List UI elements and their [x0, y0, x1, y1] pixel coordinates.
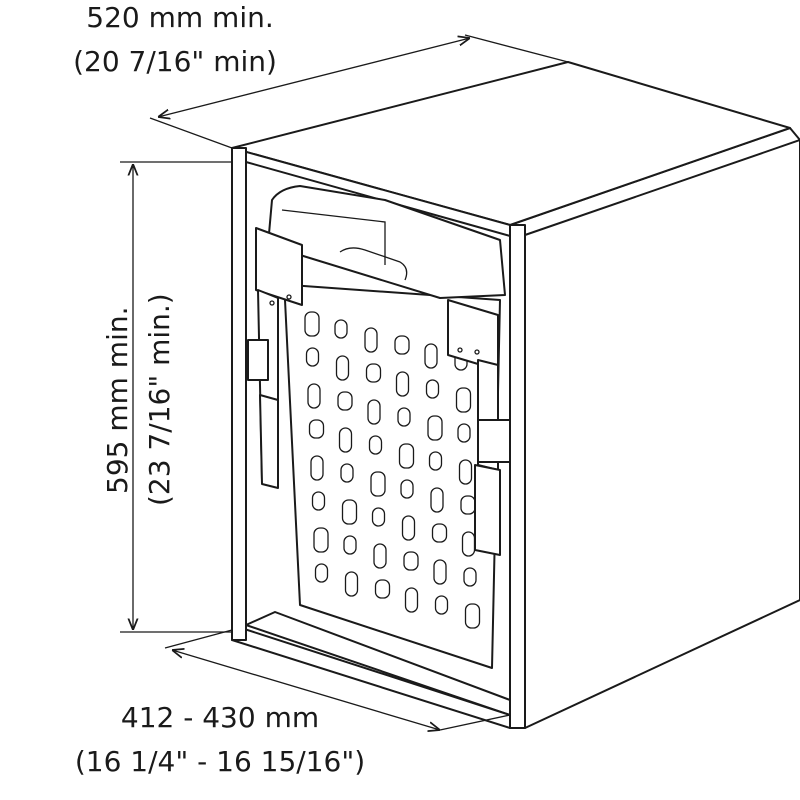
basket-hole: [455, 387, 472, 413]
width-dimension-line: [164, 629, 511, 730]
basket-hole: [464, 603, 481, 629]
basket-hole: [344, 571, 359, 597]
basket-hole: [338, 427, 353, 453]
basket-hole: [374, 579, 391, 599]
basket-hole: [314, 563, 329, 583]
cabinet-left-panel: [231, 147, 247, 641]
basket-hole: [371, 507, 386, 527]
basket-hole: [365, 363, 382, 383]
basket-hole: [305, 347, 320, 367]
right-frame-bracket: [447, 299, 511, 556]
basket-hole: [367, 399, 381, 425]
basket-hole: [398, 443, 415, 469]
basket-hole: [401, 515, 416, 541]
width-imperial-label: (16 1/4" - 16 15/16"): [74, 745, 366, 778]
basket-hole: [428, 451, 443, 471]
basket-hole: [400, 479, 414, 499]
basket-hole: [404, 587, 419, 613]
height-imperial-label: (23 7/16" min.): [143, 293, 176, 507]
cabinet-right-panel: [509, 127, 800, 729]
basket-hole: [425, 379, 440, 399]
basket-hole: [395, 371, 410, 397]
basket-hole: [458, 459, 473, 485]
basket-hole: [434, 595, 449, 615]
basket-hole: [340, 463, 354, 483]
basket-hole: [310, 455, 324, 481]
basket-hole: [334, 319, 348, 339]
height-metric-label: 595 mm min.: [101, 306, 134, 494]
depth-metric-label: 520 mm min.: [86, 1, 274, 34]
basket-hole: [433, 559, 447, 585]
depth-dimension-line: [149, 34, 569, 149]
basket-hole: [364, 327, 378, 353]
basket-hole: [424, 343, 438, 369]
basket-ventilation-holes: [304, 311, 481, 629]
basket-hole: [427, 415, 443, 441]
basket-hole: [368, 435, 383, 455]
basket-hole: [370, 471, 386, 497]
basket-hole: [463, 567, 477, 587]
basket-hole: [373, 543, 387, 569]
basket-hole: [397, 407, 411, 427]
cabinet-right-front-edge: [509, 224, 526, 729]
basket-hole: [403, 551, 419, 571]
basket-hole: [304, 311, 320, 337]
basket-hole: [343, 535, 357, 555]
basket-hole: [430, 487, 444, 513]
basket-hole: [431, 523, 448, 543]
depth-imperial-label: (20 7/16" min): [73, 45, 277, 78]
basket-hole: [394, 335, 410, 355]
basket-hole: [337, 391, 353, 411]
laundry-basket: [267, 185, 506, 669]
width-metric-label: 412 - 430 mm: [120, 701, 320, 734]
basket-hole: [313, 527, 329, 553]
basket-hole: [308, 419, 325, 439]
basket-hole: [335, 355, 350, 381]
height-dimension-line: [120, 161, 232, 633]
basket-hole: [307, 383, 321, 409]
basket-hole: [457, 423, 471, 443]
basket-hole: [341, 499, 358, 525]
basket-hole: [311, 491, 326, 511]
left-frame-bracket: [247, 227, 303, 489]
